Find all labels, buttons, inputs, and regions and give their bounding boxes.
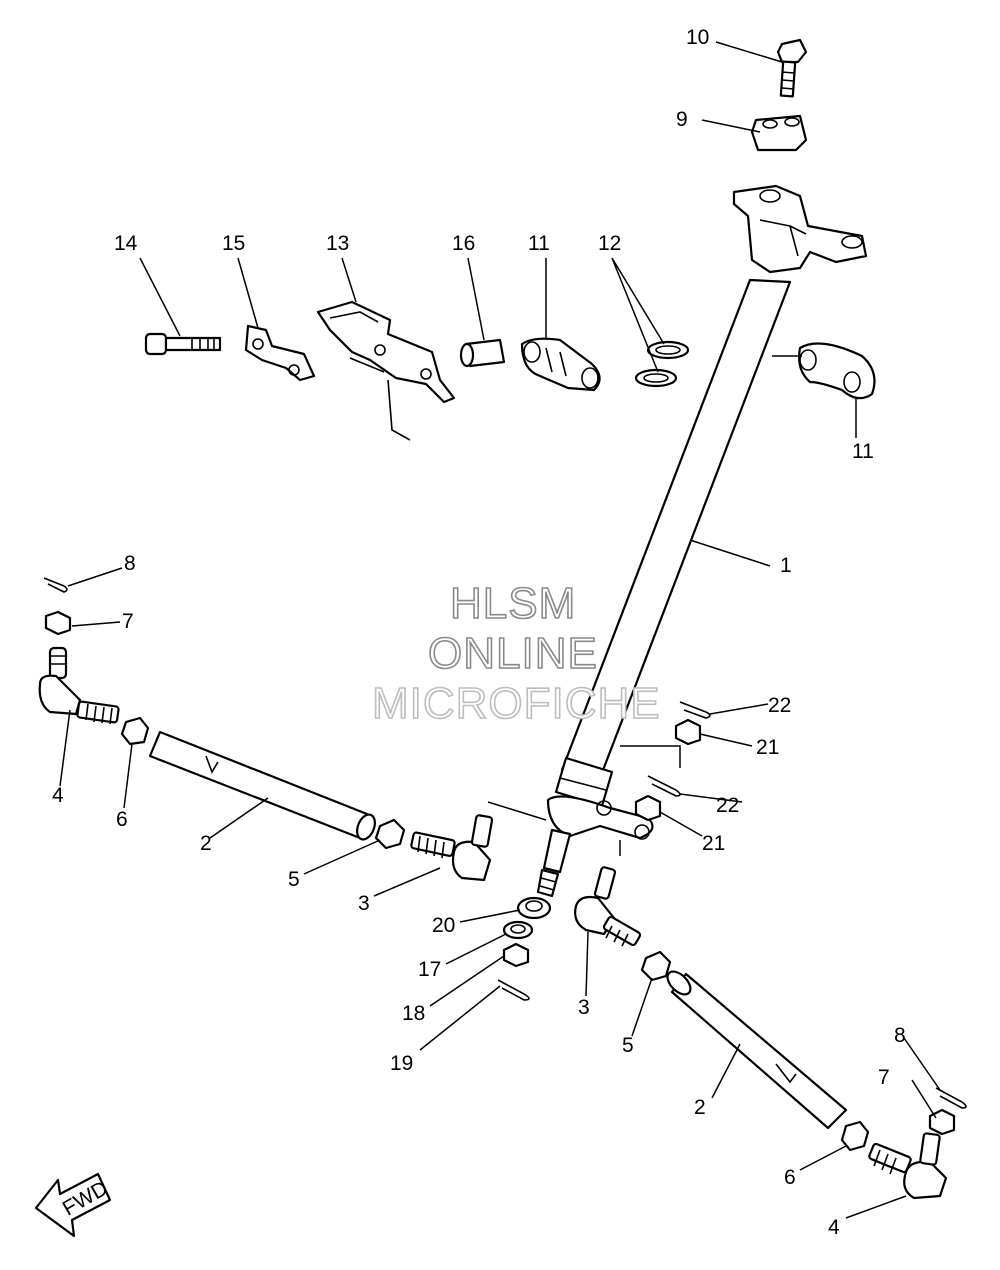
callout-19: 19	[390, 1052, 413, 1075]
callout-11-right: 11	[852, 440, 874, 463]
upper-bracket-part	[732, 184, 868, 274]
callout-5-left: 5	[288, 868, 300, 891]
callout-8-right: 8	[894, 1024, 906, 1047]
lever-bracket-part	[316, 300, 456, 441]
bolt-14-part	[144, 332, 222, 356]
callout-2-right: 2	[694, 1096, 706, 1119]
callout-7-right: 7	[878, 1066, 890, 1089]
callout-22-top: 22	[768, 694, 791, 717]
callout-15: 15	[222, 232, 245, 255]
callout-16: 16	[452, 232, 475, 255]
bushing-half-center-part	[520, 337, 601, 392]
clip-rings-part	[634, 340, 690, 388]
clamp-block-part	[750, 114, 808, 152]
callout-2-left: 2	[200, 832, 212, 855]
callout-labels: 10 9 14 15 13 16 11 12 11 1 8 7 4 6 2 5 …	[52, 26, 906, 1239]
watermark: HLSM ONLINE MICROFICHE	[371, 578, 661, 729]
lock-plate-part	[244, 324, 316, 382]
callout-7-left: 7	[122, 610, 134, 633]
leader-lines	[59, 41, 941, 1219]
watermark-line-1: HLSM	[450, 579, 576, 628]
bolt-10-part	[776, 38, 808, 98]
callout-12: 12	[598, 232, 621, 255]
shaft-lower-hardware	[497, 896, 552, 1001]
callout-13: 13	[326, 232, 349, 255]
callout-1: 1	[780, 554, 792, 577]
callout-9: 9	[676, 108, 688, 131]
callout-3-left: 3	[358, 892, 370, 915]
callout-8-left: 8	[124, 552, 136, 575]
callout-6-right: 6	[784, 1166, 796, 1189]
callout-6-left: 6	[116, 808, 128, 831]
watermark-line-2: ONLINE	[428, 629, 598, 678]
callout-11-center: 11	[528, 232, 550, 255]
callout-14: 14	[114, 232, 138, 255]
callout-4-right: 4	[828, 1216, 840, 1239]
callout-18: 18	[402, 1002, 425, 1025]
callout-5-right: 5	[622, 1034, 634, 1057]
callout-21-bottom: 21	[702, 832, 725, 855]
watermark-line-3: MICROFICHE	[372, 679, 661, 728]
tie-rod-right-part	[574, 701, 967, 1200]
bushing-half-right-part	[798, 342, 876, 400]
callout-17: 17	[418, 958, 441, 981]
forward-direction-badge: FWD	[34, 1172, 112, 1238]
collar-part	[459, 338, 506, 368]
tie-rod-left-part	[38, 577, 494, 882]
callout-20: 20	[432, 914, 455, 937]
callout-4-left: 4	[52, 784, 64, 807]
steering-shaft-part	[536, 278, 792, 898]
callout-10: 10	[686, 26, 709, 49]
callout-21-top: 21	[756, 736, 779, 759]
callout-22-bottom: 22	[716, 794, 739, 817]
callout-3-right: 3	[578, 996, 590, 1019]
